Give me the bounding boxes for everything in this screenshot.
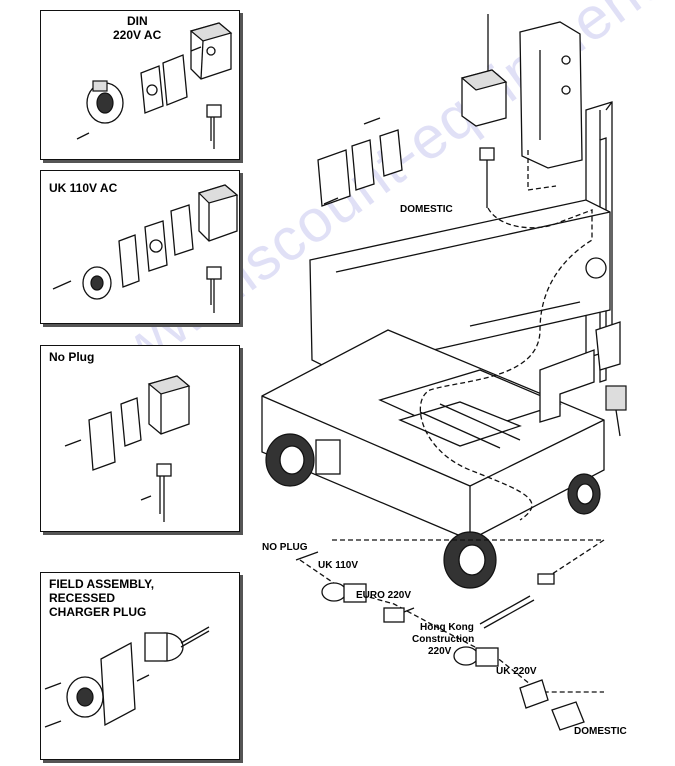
- label-hk-line1: Hong Kong: [420, 622, 474, 633]
- label-hk-line2: Construction: [412, 634, 475, 645]
- field-title-line2: RECESSED: [49, 591, 116, 605]
- plug-option-line-upper: [332, 539, 607, 583]
- din-title-line2: 220V AC: [113, 28, 162, 42]
- label-uk-110v: UK 110V: [318, 560, 359, 571]
- label-euro-220v: EURO 220V: [356, 590, 412, 601]
- label-domestic-top: DOMESTIC: [400, 204, 453, 215]
- label-hk-line3: 220V: [428, 646, 452, 657]
- uk110-exploded-view: [52, 184, 239, 313]
- label-no-plug: NO PLUG: [262, 542, 308, 553]
- field-exploded-view: [44, 626, 210, 728]
- din-exploded-view: [76, 22, 233, 149]
- noplug-panel: No Plug: [40, 345, 240, 532]
- mast-bracket: [519, 21, 583, 169]
- uk110-title: UK 110V AC: [49, 181, 118, 195]
- upper-frame: [309, 199, 611, 373]
- field-title-line1: FIELD ASSEMBLY,: [49, 577, 155, 591]
- noplug-exploded-view: [64, 375, 191, 522]
- label-domestic-bottom: DOMESTIC: [574, 726, 627, 737]
- field-assembly-panel: FIELD ASSEMBLY, RECESSED CHARGER PLUG: [40, 572, 240, 760]
- field-title-line3: CHARGER PLUG: [49, 605, 147, 619]
- din-panel: DIN 220V AC: [40, 10, 240, 160]
- label-uk-220v: UK 220V: [496, 666, 537, 677]
- uk110-panel: UK 110V AC: [40, 170, 240, 324]
- rear-bracket: [539, 349, 595, 423]
- din-title-line1: DIN: [127, 14, 148, 28]
- noplug-title: No Plug: [49, 350, 95, 364]
